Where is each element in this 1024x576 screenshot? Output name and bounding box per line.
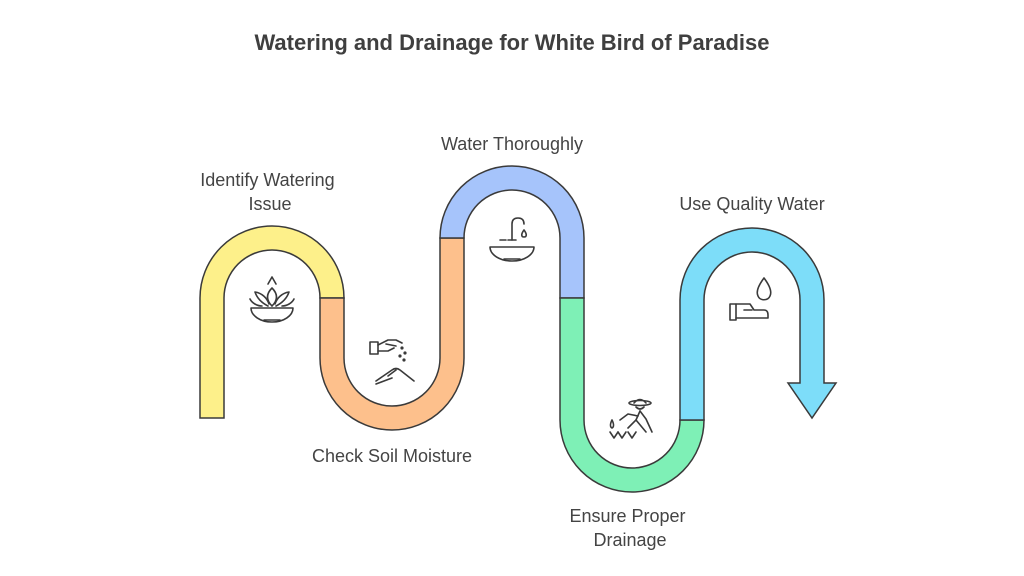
step-2-segment — [319, 237, 465, 431]
step-4-label-line-2: Drainage — [593, 530, 666, 550]
plant-bowl-icon — [249, 276, 295, 323]
step-1-segment — [199, 225, 345, 419]
step-4-label: Ensure Proper Drainage — [569, 506, 690, 550]
water-drop-hand-icon — [729, 277, 772, 321]
step-4-segment — [559, 297, 705, 493]
step-1-label-line-1: Identify Watering — [200, 170, 334, 190]
step-2-label: Check Soil Moisture — [312, 446, 472, 466]
step-5-segment — [679, 227, 838, 421]
step-3-label-line-1: Water Thoroughly — [441, 134, 583, 154]
faucet-basin-icon — [489, 217, 535, 262]
step-3-label: Water Thoroughly — [441, 134, 583, 154]
step-2-label-line-1: Check Soil Moisture — [312, 446, 472, 466]
hand-sprinkling-soil-icon — [369, 339, 415, 385]
diagram-title: Watering and Drainage for White Bird of … — [254, 30, 769, 55]
gardener-planting-icon — [609, 398, 653, 439]
step-1-label-line-2: Issue — [248, 194, 291, 214]
step-5-label-line-1: Use Quality Water — [679, 194, 824, 214]
step-4-label-line-1: Ensure Proper — [569, 506, 685, 526]
step-5-label: Use Quality Water — [679, 194, 824, 214]
step-1-label: Identify Watering Issue — [200, 170, 339, 214]
step-3-segment — [439, 165, 585, 299]
